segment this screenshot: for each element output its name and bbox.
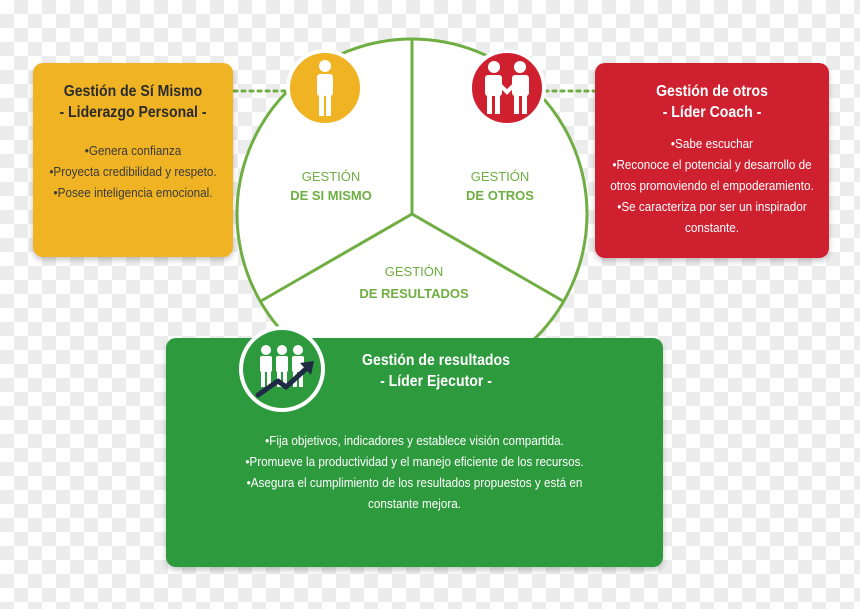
results-box-line: •Promueve la productividad y el manejo e…	[245, 454, 584, 469]
others-box-title-line2: - Líder Coach -	[662, 104, 762, 121]
sector-results-label-bottom: DE RESULTADOS	[359, 286, 469, 301]
team-growth-icon	[239, 326, 325, 412]
results-box-line: constante mejora.	[367, 496, 462, 511]
self-box-bullet: •Posee inteligencia emocional.	[53, 185, 213, 200]
self-box-bullet: •Genera confianza	[84, 143, 182, 158]
self-box-bullet: •Proyecta credibilidad y respeto.	[49, 164, 217, 179]
results-box-list: •Fija objetivos, indicadores y establece…	[200, 430, 629, 514]
results-box-line: •Fija objetivos, indicadores y establece…	[265, 433, 564, 448]
sector-others-label-top: GESTIÓN	[471, 169, 530, 184]
self-box-list: •Genera confianza •Proyecta credibilidad…	[43, 140, 223, 203]
others-management-box: Gestión de otros - Líder Coach - •Sabe e…	[595, 63, 829, 258]
self-management-box: Gestión de Sí Mismo - Liderazgo Personal…	[33, 63, 233, 257]
others-box-line: •Sabe escuchar	[670, 136, 754, 151]
wheel-divider-right	[411, 212, 564, 303]
others-box-line: otros promoviendo el empoderamiento.	[610, 178, 814, 193]
others-box-line: •Se caracteriza por ser un inspirador	[617, 199, 807, 214]
results-box-title-line2: - Líder Ejecutor -	[380, 373, 492, 390]
results-box-line: •Asegura el cumplimiento de los resultad…	[246, 475, 583, 490]
others-box-list: •Sabe escuchar •Reconoce el potencial y …	[607, 133, 818, 238]
others-box-title-line1: Gestión de otros	[656, 83, 768, 100]
others-box-line: constante.	[685, 220, 739, 235]
sector-others-label-bottom: DE OTROS	[466, 188, 534, 203]
self-box-title: Gestión de Sí Mismo - Liderazgo Personal…	[45, 81, 221, 123]
sector-self-label-bottom: DE SI MISMO	[290, 188, 372, 203]
self-box-title-line1: Gestión de Sí Mismo	[63, 83, 203, 100]
person-icon	[286, 49, 364, 127]
results-box-title: Gestión de resultados - Líder Ejecutor -	[339, 350, 533, 392]
others-box-line: •Reconoce el potencial y desarrollo de	[612, 157, 812, 172]
results-box-title-line1: Gestión de resultados	[362, 352, 510, 369]
sector-results-label-top: GESTIÓN	[385, 264, 444, 279]
sector-self-label-top: GESTIÓN	[302, 169, 361, 184]
others-box-title: Gestión de otros - Líder Coach -	[609, 81, 815, 123]
self-box-title-line2: - Liderazgo Personal -	[59, 104, 207, 121]
wheel-divider-left	[260, 212, 413, 303]
handshake-icon	[468, 49, 546, 127]
